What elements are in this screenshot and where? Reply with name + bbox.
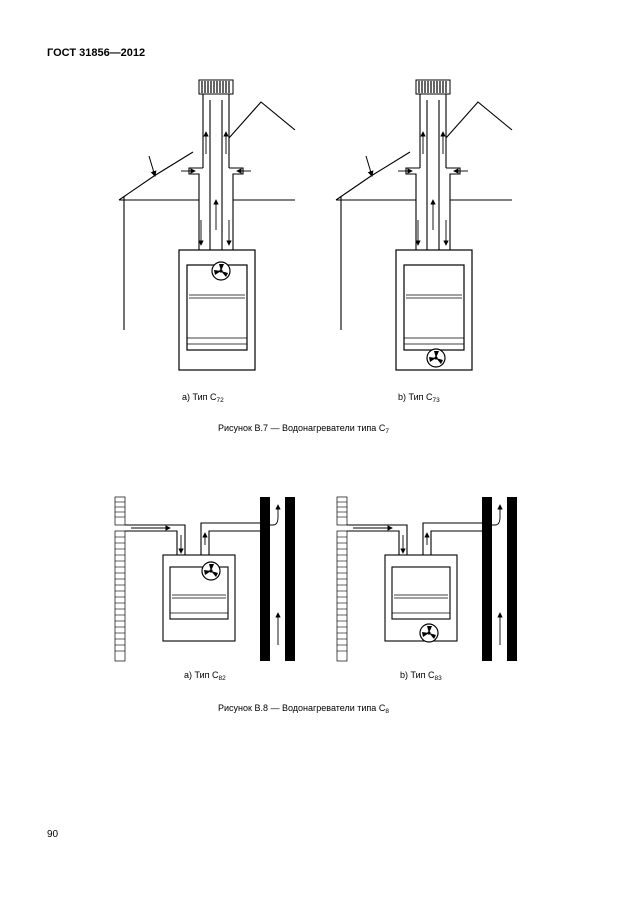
diagram-c82 (115, 497, 295, 661)
diagram-c73 (336, 80, 512, 370)
figure-caption-b7: Рисунок В.7 — Водонагреватели типа С7 (218, 423, 389, 435)
panel-label-c82: а) Тип С82 (184, 670, 226, 682)
diagram-c83 (337, 497, 517, 661)
panel-label-c72: а) Тип С72 (182, 392, 224, 404)
diagram-c72 (119, 80, 295, 370)
page-number: 90 (47, 829, 59, 840)
figure-caption-b8: Рисунок В.8 — Водонагреватели типа С8 (218, 703, 389, 715)
document-header: ГОСТ 31856—2012 (47, 47, 146, 59)
panel-label-c73: b) Тип С73 (398, 392, 440, 404)
panel-label-c83: b) Тип С83 (400, 670, 442, 682)
